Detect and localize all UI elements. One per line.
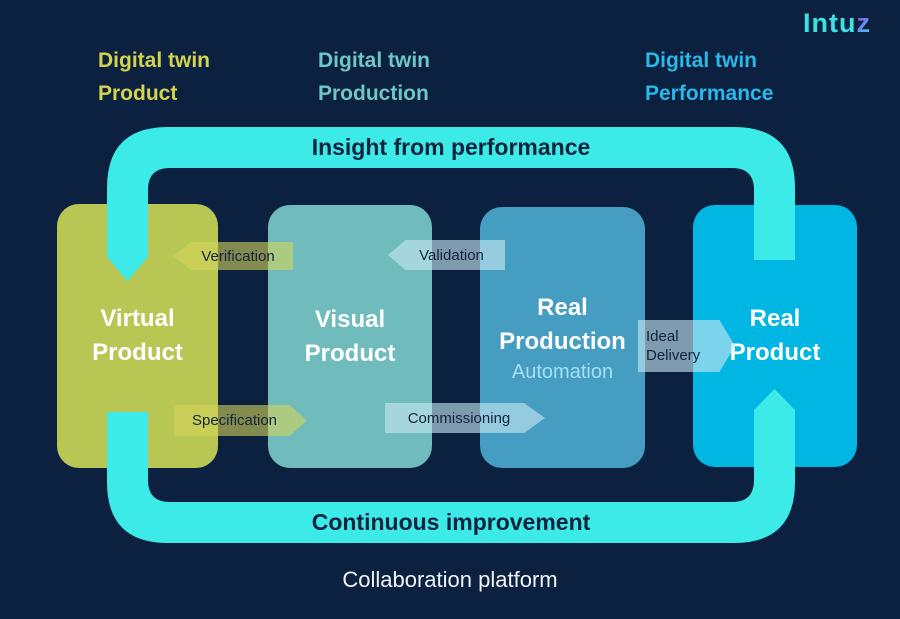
validation-arrow-tag: Validation bbox=[388, 240, 505, 270]
heading-line: Digital twin bbox=[98, 49, 210, 72]
continuous-improvement-label: Continuous improvement bbox=[311, 509, 591, 535]
tag-label: Commissioning bbox=[407, 409, 511, 427]
insight-from-performance-label: Insight from performance bbox=[311, 134, 591, 160]
heading-line: Digital twin bbox=[645, 49, 757, 72]
heading-line: Product bbox=[98, 82, 178, 105]
box-subtitle: Automation bbox=[511, 360, 614, 383]
specification-arrow-tag: Specification bbox=[174, 405, 307, 436]
tag-label: Validation bbox=[419, 246, 484, 264]
logo-text: Intu bbox=[803, 8, 857, 38]
tag-label: Ideal bbox=[646, 328, 679, 345]
heading-line: Production bbox=[318, 82, 429, 105]
tag-label: Specification bbox=[191, 412, 278, 429]
verification-arrow-tag: Verification bbox=[173, 242, 293, 270]
logo-accent-letter: z bbox=[856, 8, 871, 38]
tag-label: Delivery bbox=[646, 347, 701, 364]
collaboration-platform-label: Collaboration platform bbox=[342, 567, 558, 592]
tag-label: Verification bbox=[201, 247, 275, 265]
heading-line: Digital twin bbox=[318, 49, 430, 72]
intuz-logo: Intuz bbox=[803, 8, 871, 39]
heading-line: Performance bbox=[645, 82, 774, 105]
commissioning-arrow-tag: Commissioning bbox=[385, 403, 545, 433]
